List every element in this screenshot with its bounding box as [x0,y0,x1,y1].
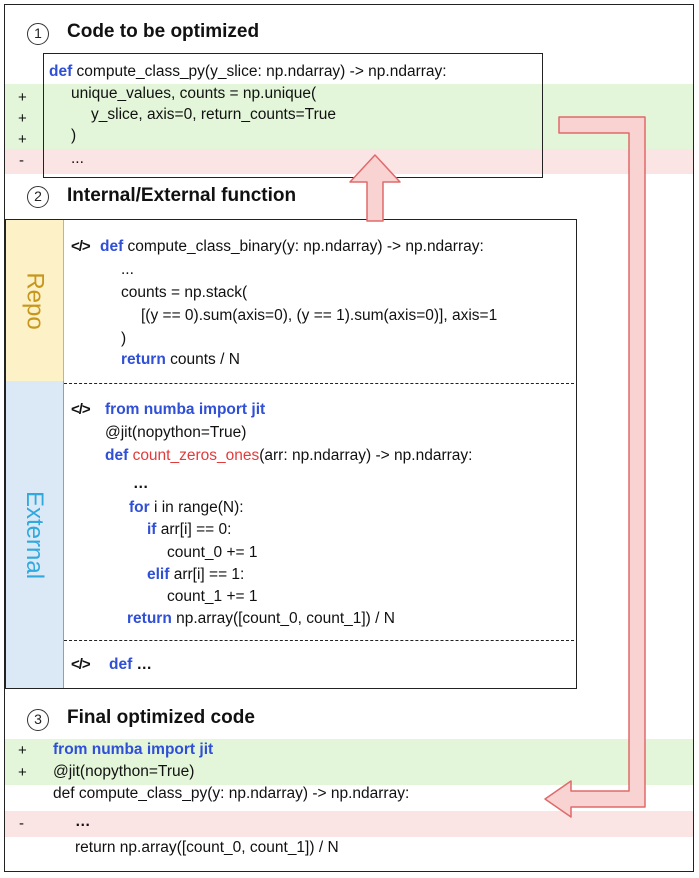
code-line: unique_values, counts = np.unique( [71,85,317,102]
removed-lines-band [5,811,693,837]
external-label-panel: External [6,381,64,688]
keyword-return: return [127,610,172,627]
arrows-layer [349,116,646,818]
keyword-def: def [109,656,133,673]
code-line: from numba import jit [105,401,265,419]
code-line: ... [121,261,134,278]
diff-marker: + [18,764,27,781]
code-line: return np.array([count_0, count_1]) / N [75,839,339,856]
step-number-1: 1 [27,23,49,45]
divider [64,640,574,641]
diff-marker: + [18,110,27,127]
code-text: counts / N [165,351,240,368]
code-text: arr[i] == 0: [156,521,232,538]
code-line: def compute_class_py(y_slice: np.ndarray… [49,63,447,81]
code-line: return counts / N [121,351,240,369]
code-line: y_slice, axis=0, return_counts=True [91,106,336,123]
function-name: count_zeros_ones [132,447,260,464]
code-line: def compute_class_binary(y: np.ndarray) … [100,238,484,256]
step-number-2: 2 [27,186,49,208]
code-line: count_0 += 1 [167,544,258,561]
repo-label-panel: Repo [6,220,64,381]
code-line: def count_zeros_ones(arr: np.ndarray) ->… [105,447,472,465]
code-text: arr[i] == 1: [169,566,245,583]
code-line: … [75,813,91,830]
keyword-def: def [49,63,73,80]
code-line: def … [109,656,152,674]
code-line: if arr[i] == 0: [147,521,231,539]
divider [64,383,574,384]
removed-lines-band [5,149,693,174]
keyword-for: for [129,499,150,516]
code-to-optimize-box [43,53,543,178]
code-line: ... [71,150,84,167]
code-line: return np.array([count_0, count_1]) / N [127,610,395,628]
code-icon: </> [71,238,91,255]
code-text: compute_class_binary(y: np.ndarray) -> n… [123,238,484,255]
diff-marker: - [19,815,24,832]
code-text: compute_class_py(y_slice: np.ndarray) ->… [72,63,447,80]
keyword-def: def [105,447,129,464]
section-title-code-to-optimize: Code to be optimized [67,21,260,42]
keyword-return: return [121,351,166,368]
diff-marker: - [19,152,24,169]
code-text: i in range(N): [149,499,244,516]
code-line: @jit(nopython=True) [105,424,247,441]
keyword-import: from numba import jit [53,741,214,758]
code-line: [(y == 0).sum(axis=0), (y == 1).sum(axis… [141,307,498,324]
section-title-internal-external: Internal/External function [67,185,297,206]
keyword-def: def [100,238,124,255]
diff-marker: + [18,742,27,759]
code-line: def compute_class_py(y: np.ndarray) -> n… [53,785,410,802]
diff-marker: + [18,131,27,148]
code-line: count_1 += 1 [167,588,258,605]
code-line: for i in range(N): [129,499,244,517]
code-text: … [132,656,153,673]
code-icon: </> [71,656,91,673]
code-line: @jit(nopython=True) [53,763,195,780]
return-arrow [544,116,646,818]
keyword-if: if [147,521,157,538]
code-icon: </> [71,401,91,418]
section-title-final-code: Final optimized code [67,707,255,728]
keyword-import: from numba import jit [105,401,266,418]
diagram-frame: 1 Code to be optimized + + + - def compu… [4,4,694,872]
code-text: (arr: np.ndarray) -> np.ndarray: [259,447,473,464]
diff-marker: + [18,89,27,106]
up-arrow [349,154,401,222]
code-line: … [133,475,149,492]
functions-box [5,219,577,689]
keyword-elif: elif [147,566,170,583]
step-number-3: 3 [27,709,49,731]
code-line: ) [71,127,77,144]
code-text: np.array([count_0, count_1]) / N [171,610,395,627]
code-line: elif arr[i] == 1: [147,566,244,584]
added-lines-band [5,739,693,785]
code-line: counts = np.stack( [121,284,248,301]
code-line: from numba import jit [53,741,213,759]
code-line: ) [121,330,127,347]
